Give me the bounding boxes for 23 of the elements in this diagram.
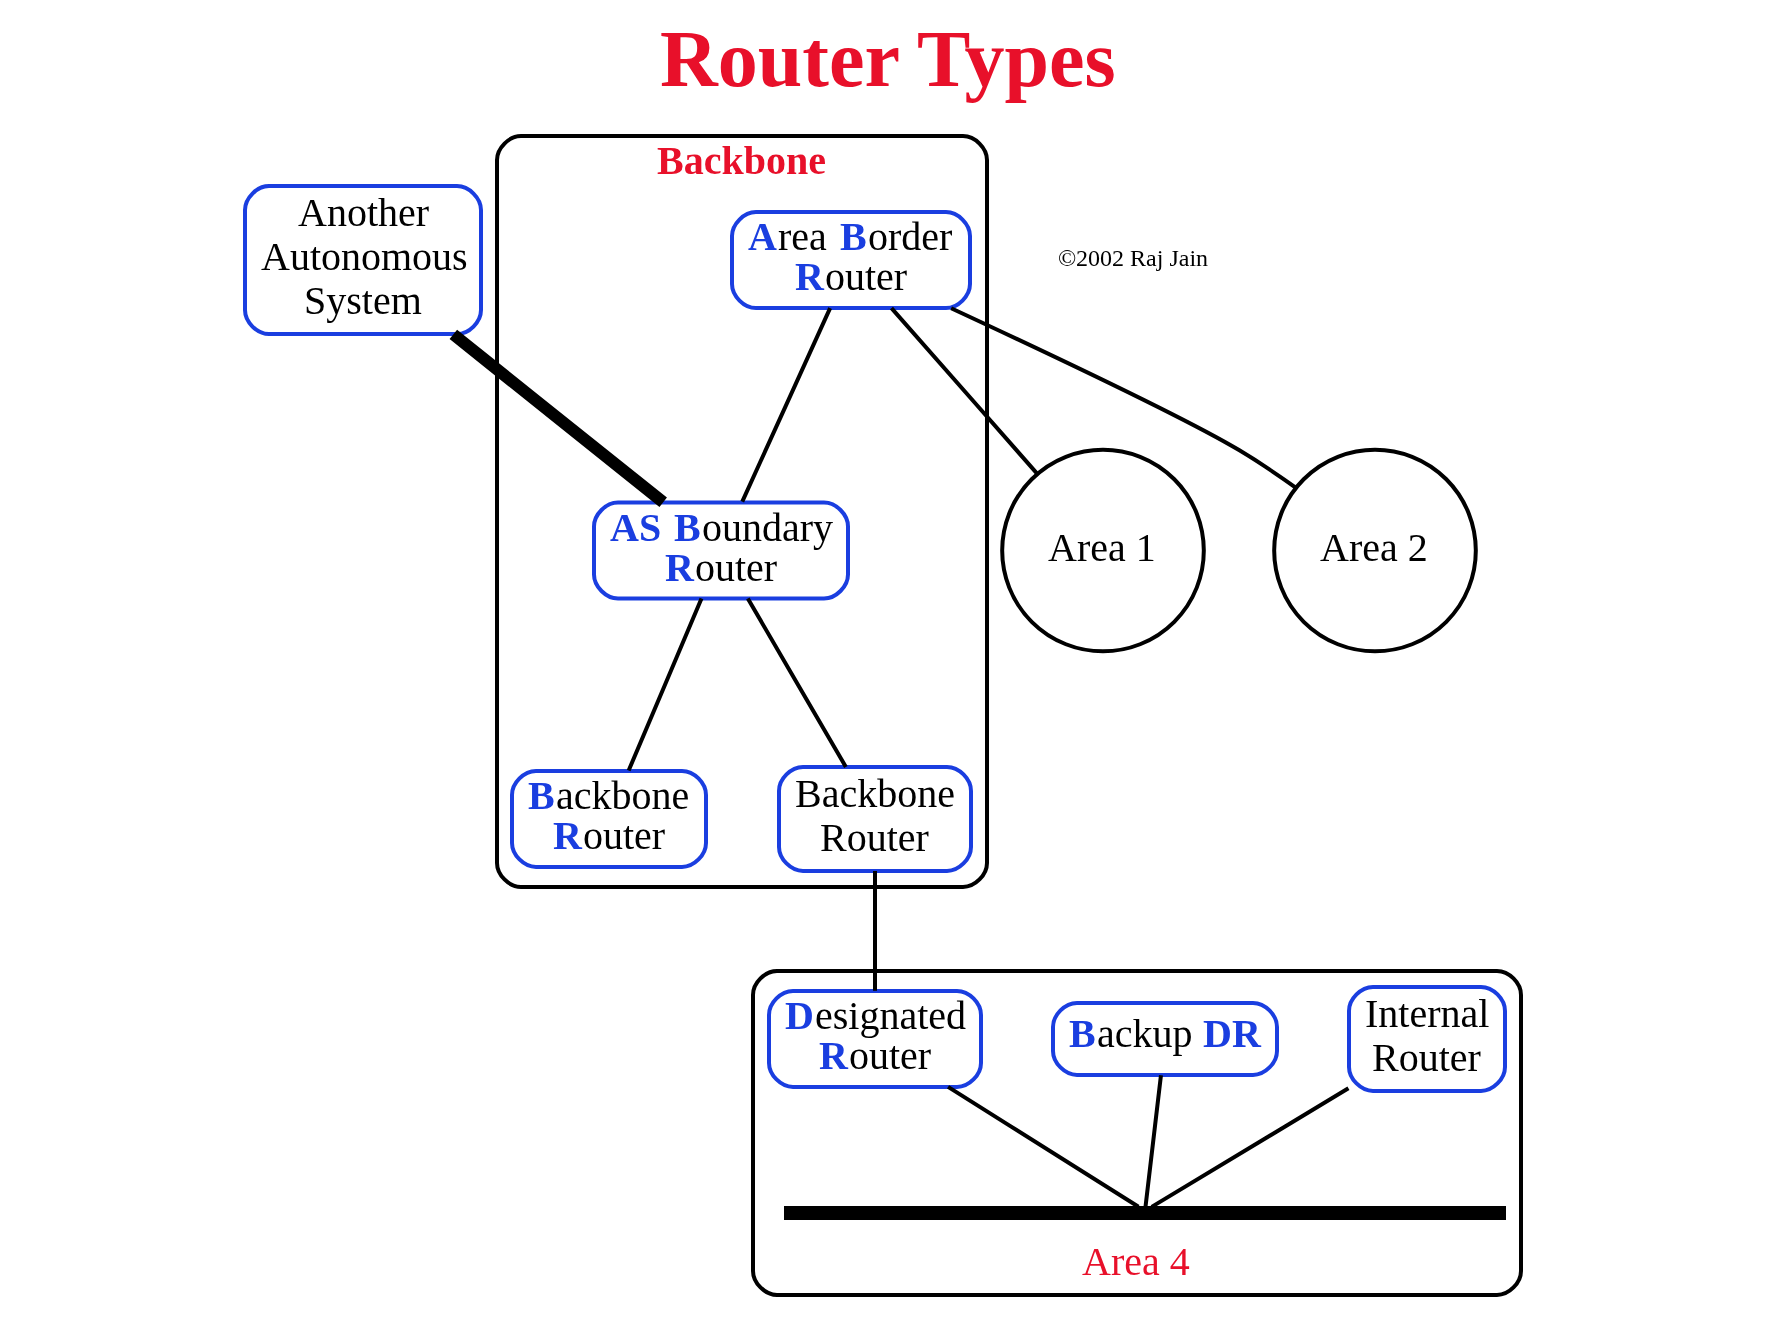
node-bar	[784, 1205, 1506, 1220]
node-box: Another Autonomous System	[243, 184, 483, 337]
connector	[626, 597, 704, 772]
connector	[873, 871, 877, 991]
connector	[947, 1085, 1140, 1209]
diagram-title: Router Types	[660, 15, 1116, 104]
connector	[746, 597, 848, 768]
node-box: Backbone Router	[510, 768, 708, 869]
node-box: Backbone Router	[777, 764, 973, 873]
connector	[449, 329, 667, 507]
connector	[950, 306, 1298, 490]
node-circle: Area 1	[1000, 447, 1206, 654]
connector	[1143, 1075, 1163, 1207]
node-box: Area Border Router	[730, 210, 972, 311]
node-box: AS Boundary Router	[592, 500, 850, 601]
node-box: Internal Router	[1347, 984, 1507, 1093]
label: ©2002 Raj Jain	[1057, 245, 1209, 272]
node-box: Designated Router	[767, 988, 983, 1089]
connector	[740, 307, 832, 503]
connector	[889, 306, 1040, 476]
node-box: Backup DR	[1051, 1000, 1279, 1077]
connector	[1150, 1086, 1350, 1209]
node-circle: Area 2	[1272, 447, 1478, 654]
